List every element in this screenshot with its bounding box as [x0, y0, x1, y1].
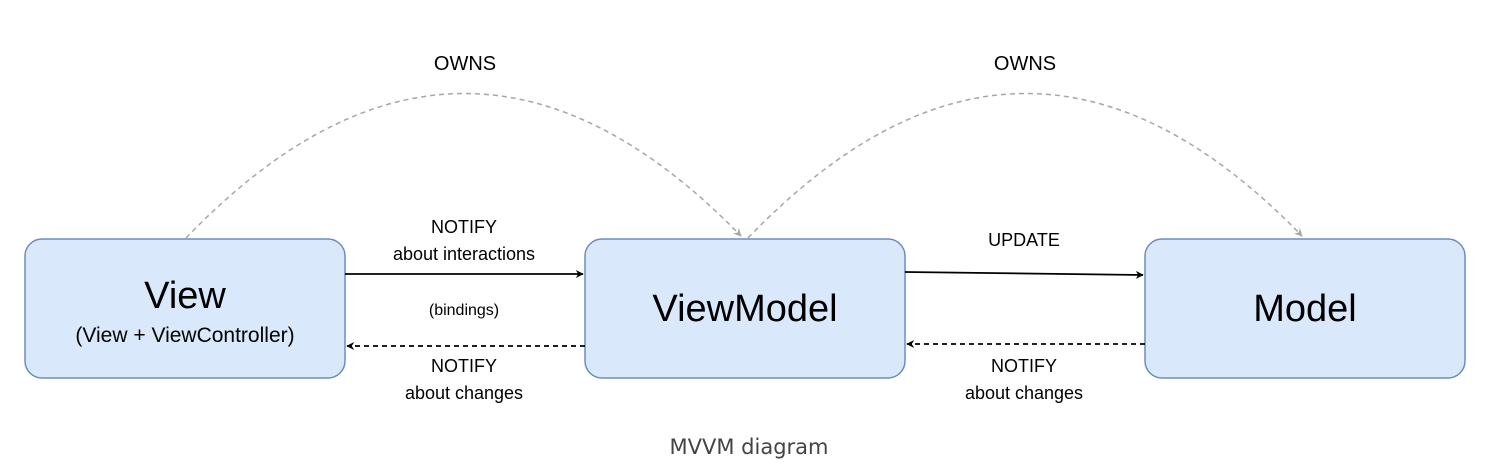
model-box: [1144, 238, 1466, 379]
bindings-label: (bindings): [429, 302, 499, 319]
notify-interactions-line1: NOTIFY: [431, 217, 497, 237]
view-box: [24, 238, 346, 379]
notify-changes-right-line1: NOTIFY: [991, 356, 1057, 376]
view-node: View (View + ViewController): [24, 238, 346, 379]
notify-changes-right-line2: about changes: [965, 383, 1083, 403]
update-label: UPDATE: [988, 230, 1060, 250]
owns-arc-viewmodel-model: [747, 92, 1303, 239]
owns-label-right: OWNS: [994, 53, 1056, 75]
owns-label-left: OWNS: [434, 53, 496, 75]
notify-changes-left-line1: NOTIFY: [431, 356, 497, 376]
viewmodel-node: ViewModel: [584, 238, 906, 379]
viewmodel-box: [584, 238, 906, 379]
diagram-caption: MVVM diagram: [669, 435, 829, 459]
model-node: Model: [1144, 238, 1466, 379]
arrow-viewmodel-to-model: [904, 270, 1144, 279]
view-title: View: [144, 275, 226, 317]
model-title: Model: [1253, 288, 1357, 330]
mvvm-diagram: OWNS OWNS View (View + ViewController) V…: [24, 53, 1466, 403]
view-subtitle: (View + ViewController): [75, 324, 294, 347]
viewmodel-title: ViewModel: [652, 288, 837, 330]
notify-changes-left-line2: about changes: [405, 383, 523, 403]
notify-interactions-line2: about interactions: [393, 244, 535, 264]
